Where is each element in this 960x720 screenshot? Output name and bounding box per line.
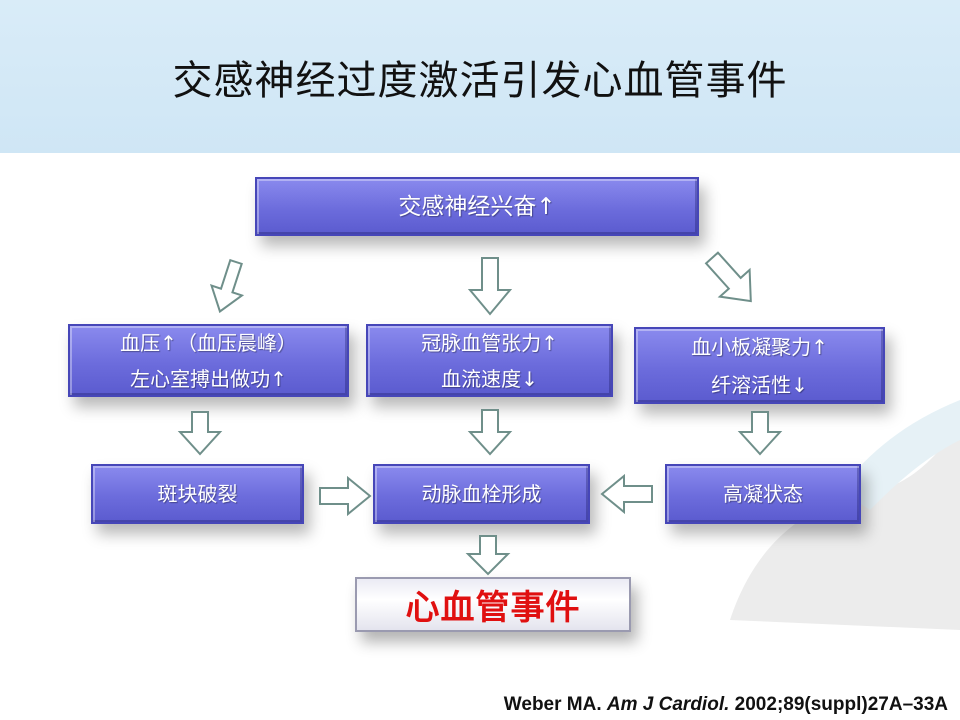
cardiovascular-event-label: 心血管事件 bbox=[405, 588, 581, 628]
hypercoagulable-box: 高凝状态 bbox=[665, 464, 861, 524]
cardiovascular-event-box: 心血管事件 bbox=[355, 577, 631, 632]
plaque-rupture-box: 斑块破裂 bbox=[91, 464, 304, 524]
blood-pressure-box: 血压↑（血压晨峰） 左心室搏出做功↑ bbox=[68, 324, 349, 397]
sympathetic-excitation-label: 交感神经兴奋↑ bbox=[398, 193, 556, 220]
background-hand-illustration bbox=[730, 400, 960, 630]
arrow-to-blood-pressure-icon bbox=[209, 258, 245, 314]
platelet-aggregation-box: 血小板凝聚力↑ 纤溶活性↓ bbox=[634, 327, 885, 404]
citation: Weber MA. Am J Cardiol. 2002;89(suppl)27… bbox=[504, 694, 948, 716]
arterial-thrombus-box: 动脉血栓形成 bbox=[373, 464, 590, 524]
coronary-tone-label: 冠脉血管张力↑ bbox=[421, 330, 558, 355]
blood-flow-label: 血流速度↓ bbox=[441, 366, 538, 391]
hypercoagulable-label: 高凝状态 bbox=[723, 482, 803, 506]
blood-pressure-label: 血压↑（血压晨峰） bbox=[120, 330, 297, 355]
arrow-hypercoag-to-thrombus-icon bbox=[600, 473, 653, 515]
citation-journal: Am J Cardiol. bbox=[606, 694, 730, 715]
platelet-aggregation-label: 血小板凝聚力↑ bbox=[691, 334, 828, 359]
arrow-to-thrombus-icon bbox=[467, 409, 513, 456]
arrow-plaque-to-thrombus-icon bbox=[319, 475, 372, 517]
arrow-to-event-icon bbox=[465, 535, 511, 576]
coronary-tone-box: 冠脉血管张力↑ 血流速度↓ bbox=[366, 324, 613, 397]
arrow-to-coronary-icon bbox=[467, 257, 513, 316]
arrow-to-platelet-icon bbox=[704, 251, 752, 303]
citation-author: Weber MA. bbox=[503, 694, 602, 715]
slide-title: 交感神经过度激活引发心血管事件 bbox=[172, 58, 788, 104]
plaque-rupture-label: 斑块破裂 bbox=[157, 482, 238, 506]
fibrinolysis-label: 纤溶活性↓ bbox=[711, 372, 808, 397]
sympathetic-excitation-box: 交感神经兴奋↑ bbox=[255, 177, 699, 236]
arterial-thrombus-label: 动脉血栓形成 bbox=[421, 482, 542, 506]
lv-work-label: 左心室搏出做功↑ bbox=[130, 366, 287, 391]
title-banner bbox=[0, 0, 960, 153]
arrow-to-plaque-icon bbox=[177, 411, 223, 456]
citation-ref: 2002;89(suppl)27A–33A bbox=[734, 694, 948, 715]
